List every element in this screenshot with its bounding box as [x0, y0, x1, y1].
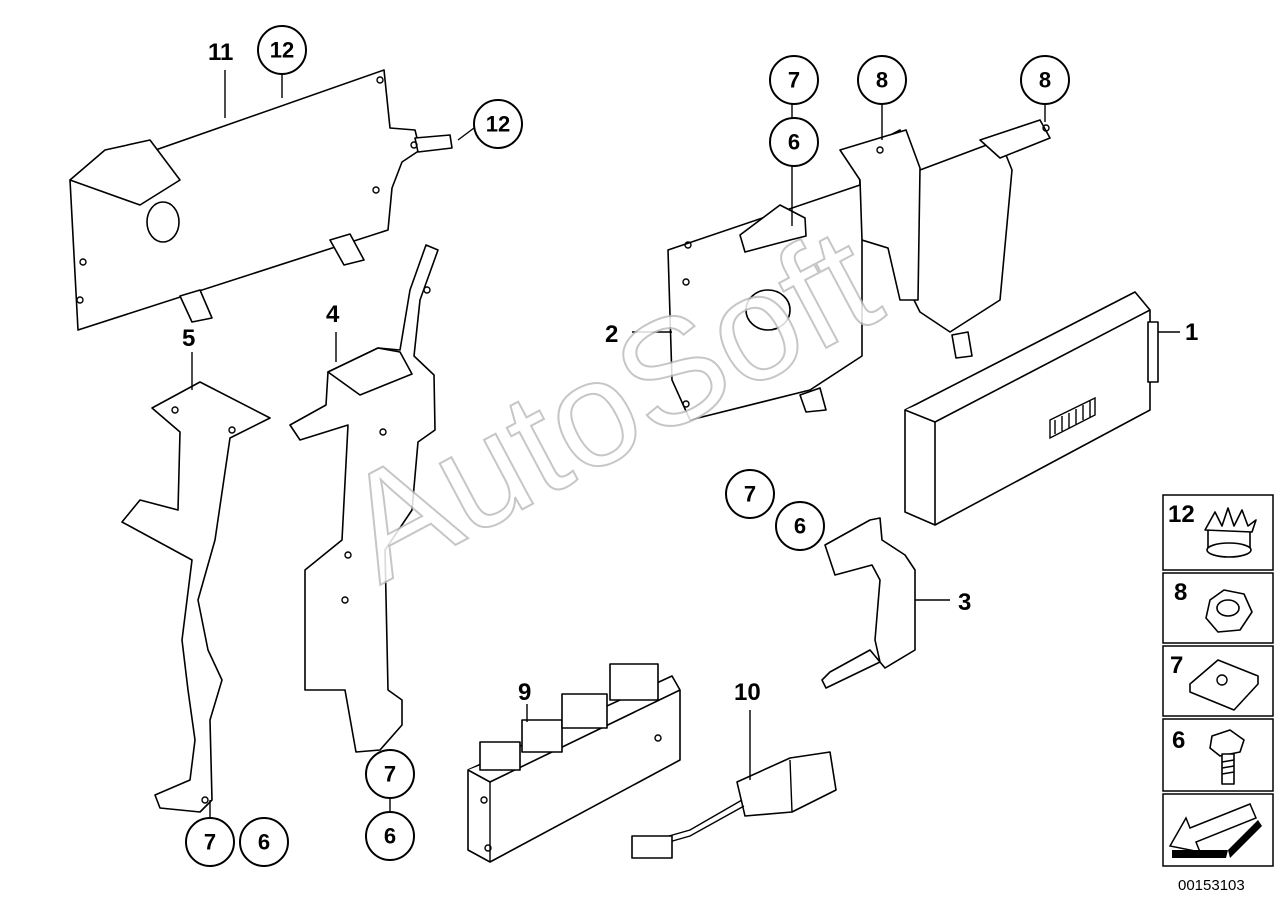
legend-label-7: 7	[1170, 652, 1183, 679]
svg-text:8: 8	[1039, 68, 1051, 93]
svg-text:12: 12	[270, 38, 294, 63]
circle-callout-7-left: 7	[185, 817, 235, 867]
circle-callout-6-center: 6	[365, 811, 415, 861]
svg-text:7: 7	[384, 762, 396, 787]
callout-3: 3	[958, 589, 971, 616]
circle-callout-8-a: 8	[857, 55, 907, 105]
diagram-reference-number: 00153103	[1178, 877, 1245, 894]
svg-text:6: 6	[788, 130, 800, 155]
svg-text:12: 12	[486, 112, 510, 137]
circle-callout-6-top: 6	[769, 117, 819, 167]
bolt-icon	[1209, 729, 1245, 785]
clip-nut-icon	[1189, 659, 1259, 711]
circle-callout-6-mid: 6	[775, 501, 825, 551]
hex-nut-icon	[1205, 589, 1253, 633]
callout-10: 10	[734, 679, 761, 706]
part-3-bracket	[821, 517, 950, 689]
part-4-bracket	[289, 244, 439, 820]
part-5-bracket	[121, 352, 271, 818]
callout-9: 9	[518, 679, 531, 706]
svg-text:7: 7	[744, 482, 756, 507]
callout-11: 11	[208, 39, 233, 66]
svg-text:6: 6	[384, 824, 396, 849]
legend-label-6: 6	[1172, 727, 1185, 754]
svg-text:6: 6	[258, 830, 270, 855]
hardware-legend	[1162, 494, 1274, 867]
part-1-module	[904, 291, 1180, 526]
callout-5: 5	[182, 325, 195, 352]
lock-nut-icon	[1204, 507, 1257, 558]
circle-callout-12-right: 12	[473, 99, 523, 149]
svg-text:6: 6	[794, 514, 806, 539]
callout-2: 2	[605, 321, 618, 348]
legend-label-12: 12	[1168, 501, 1195, 528]
callout-1: 1	[1185, 319, 1198, 346]
svg-text:7: 7	[788, 68, 800, 93]
part-11-bracket	[69, 69, 475, 331]
part-10-wire-harness	[631, 710, 837, 859]
svg-text:8: 8	[876, 68, 888, 93]
circle-callout-12-top: 12	[257, 25, 307, 75]
circle-callout-6-left: 6	[239, 817, 289, 867]
legend-label-8: 8	[1174, 579, 1187, 606]
circle-callout-8-b: 8	[1020, 55, 1070, 105]
part-2-bracket	[632, 103, 1051, 421]
part-9-connector-module	[467, 663, 681, 863]
circle-callout-7-top: 7	[769, 55, 819, 105]
svg-text:7: 7	[204, 830, 216, 855]
back-arrow-icon	[1168, 803, 1262, 858]
callout-4: 4	[326, 301, 340, 328]
circle-callout-7-mid: 7	[725, 469, 775, 519]
circle-callout-7-center: 7	[365, 749, 415, 799]
